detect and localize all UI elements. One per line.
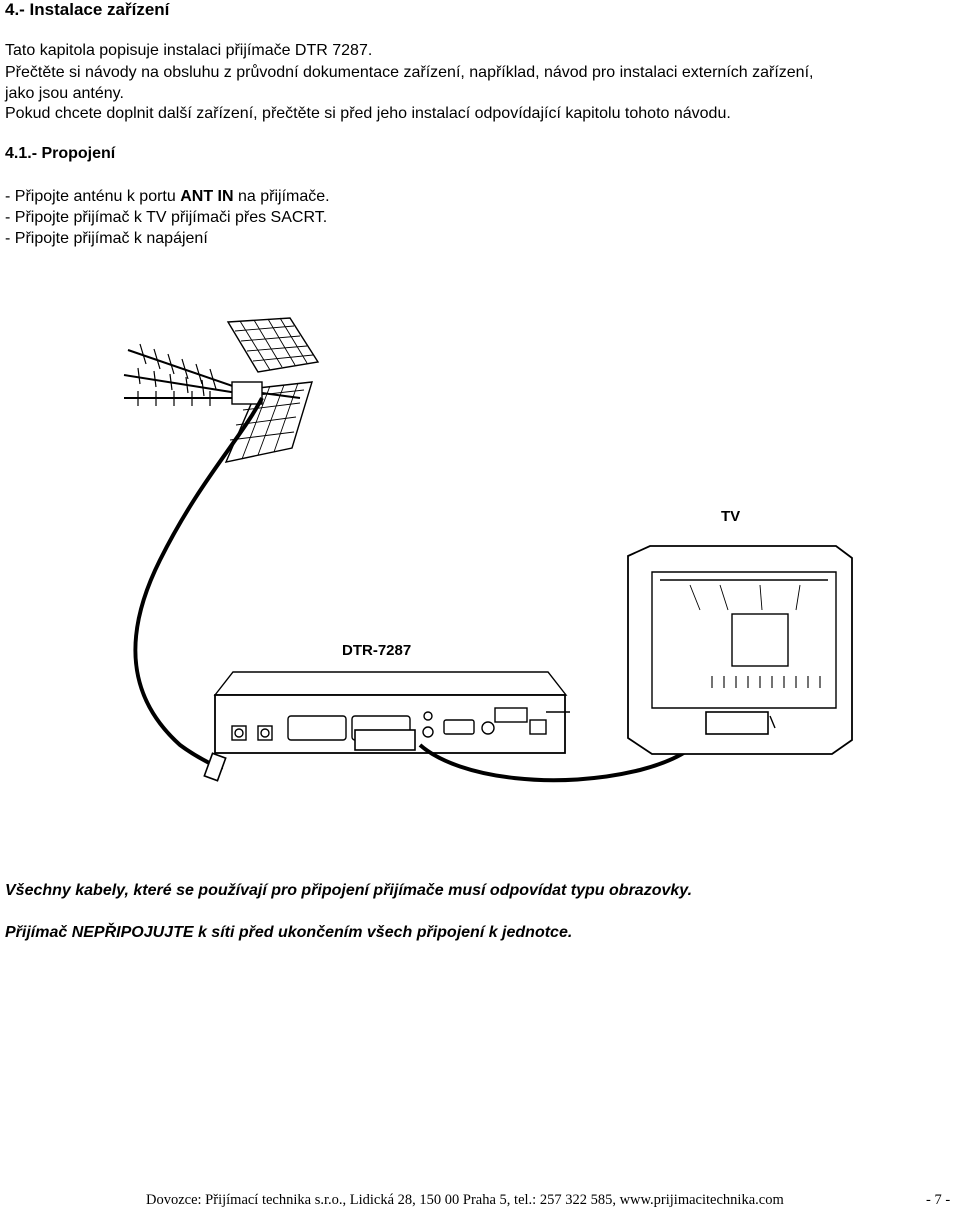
footer-importer: Dovozce: Přijímací technika s.r.o., Lidi… [146, 1192, 784, 1208]
intro-line-4: Pokud chcete doplnit další zařízení, pře… [5, 105, 731, 122]
receiver-illustration [213, 671, 570, 754]
subsection-heading: 4.1.- Propojení [5, 145, 116, 162]
antenna-cable [133, 397, 264, 772]
tv-label: TV [721, 508, 741, 525]
power-warning: Přijímač NEPŘIPOJUJTE k síti před ukonče… [5, 924, 573, 941]
step-3: - Připojte přijímač k napájení [5, 230, 208, 247]
page-number: - 7 - [926, 1192, 951, 1208]
ant-in-port-label: ANT IN [180, 188, 234, 205]
step-2: - Připojte přijímač k TV přijímači přes … [5, 209, 328, 226]
antenna-illustration [123, 317, 320, 463]
step-1-suffix: na přijímače. [233, 188, 330, 205]
intro-line-3: jako jsou antény. [5, 85, 124, 102]
section-heading: 4.- Instalace zařízení [5, 0, 170, 19]
receiver-label: DTR-7287 [342, 642, 412, 659]
step-1: - Připojte anténu k portu ANT IN na přij… [5, 186, 330, 208]
connection-diagram [123, 317, 853, 783]
intro-line-2: Přečtěte si návody na obsluhu z průvodní… [5, 64, 814, 81]
cable-warning: Všechny kabely, které se používají pro p… [5, 882, 693, 899]
intro-line-1: Tato kapitola popisuje instalaci přijíma… [5, 42, 373, 59]
step-1-prefix: - Připojte anténu k portu [5, 188, 181, 205]
tv-illustration [627, 545, 853, 755]
